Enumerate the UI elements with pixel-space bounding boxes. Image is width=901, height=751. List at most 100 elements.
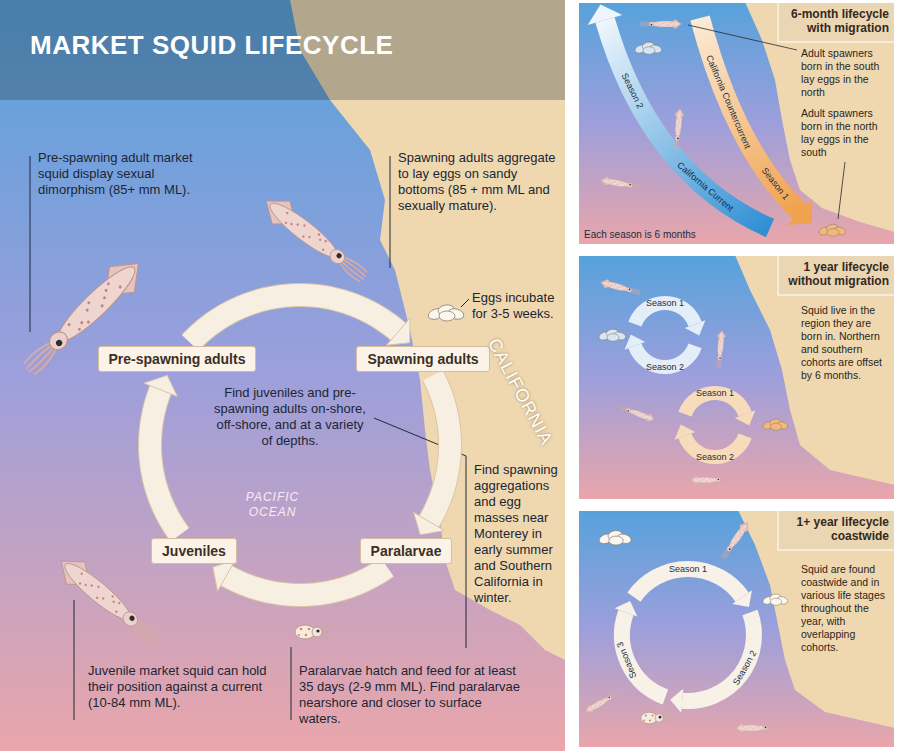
egg-mass [762, 593, 789, 605]
small-squid [599, 278, 641, 298]
heading-tab [778, 2, 895, 42]
small-squid [617, 403, 656, 424]
leader-line [461, 299, 469, 307]
leader-lines [30, 156, 469, 720]
cycle-band [150, 390, 180, 535]
arrowhead [414, 512, 445, 534]
season-arrowhead [615, 601, 638, 616]
panel-note: Squid are found coastwide and in various… [801, 563, 891, 654]
stage-arrow-label: Spawning adults [356, 346, 489, 372]
panel-heading: 1+ year lifecycle coastwide [779, 515, 889, 543]
season-arrowhead [670, 689, 683, 713]
stage-name: Juveniles [162, 543, 226, 559]
leader-line [688, 25, 797, 50]
season-ring [625, 303, 706, 367]
season-label: Season 1 [669, 564, 707, 575]
cycle-arrow [144, 375, 180, 534]
small-squid [691, 476, 729, 485]
panel-land [735, 255, 895, 485]
heading-tab [778, 510, 895, 550]
leader-line [74, 600, 75, 720]
heading-tab [778, 255, 895, 295]
arrowhead [213, 560, 235, 591]
cycle-band [429, 375, 450, 521]
stage-arrow-label: Pre-spawning adults [98, 346, 257, 372]
map-label: PACIFIC OCEAN [235, 490, 310, 520]
cycle-band-edge [150, 390, 180, 535]
cycle-band-edge [226, 567, 387, 595]
panel-land [745, 2, 895, 232]
panel-heading: 6-month lifecycle with migration [781, 7, 889, 35]
season-arc [682, 612, 754, 701]
cycle-band [226, 567, 387, 595]
season-label: Season 1 [646, 298, 684, 309]
spawning-squid [257, 190, 373, 290]
panel-note: Each season is 6 months [584, 229, 744, 241]
ocean [0, 0, 565, 751]
egg-mass [818, 223, 847, 236]
leader-line [291, 647, 292, 720]
panel-heading: 1 year lifecycle without migration [779, 260, 889, 288]
panel-note: Adult spawners born in the south lay egg… [801, 47, 891, 99]
egg-mass [762, 418, 789, 430]
panel-land [738, 510, 895, 728]
callout-note: Spawning adults aggregate to lay eggs on… [398, 150, 563, 214]
cycle-band-edge [429, 375, 450, 521]
arrowhead [386, 318, 410, 345]
diagram-title: MARKET SQUID LIFECYCLE [30, 30, 393, 61]
small-squid [600, 175, 642, 192]
paralarva [641, 712, 670, 724]
season-ring [675, 393, 756, 457]
stage-name: Paralarvae [371, 543, 442, 559]
panel-ocean [578, 510, 895, 748]
cycle-arrow [213, 560, 387, 595]
small-squid [736, 723, 777, 733]
leader-line [390, 156, 391, 268]
stage-name: Pre-spawning adults [109, 351, 246, 367]
stage-name: Spawning adults [367, 351, 478, 367]
cycle-arrow [190, 295, 410, 345]
season-label: Season 2 [646, 362, 684, 373]
callout-note: Juvenile market squid can hold their pos… [88, 663, 278, 711]
stage-arrow-label: Paralarvae [360, 538, 453, 564]
paralarva [295, 625, 330, 639]
countercurrent-arrowhead [788, 199, 813, 225]
panel-ocean [578, 2, 895, 245]
season-label: Season 1 [696, 388, 734, 399]
juvenile-squid [52, 550, 166, 652]
egg-mass [634, 41, 663, 54]
cycle-band-edge [190, 295, 398, 343]
callout-note: Pre-spawning adult market squid display … [38, 150, 218, 198]
small-squid [672, 108, 685, 150]
title-band [0, 0, 565, 100]
arrowhead [144, 375, 177, 396]
season-ring [615, 569, 754, 713]
season-arrowhead [732, 590, 752, 607]
callout-note: Paralarvae hatch and feed for at least 3… [299, 663, 524, 727]
leader-line [30, 156, 31, 332]
stage-arrow-label: Juveniles [151, 538, 237, 564]
leader-line [838, 162, 845, 219]
panel-note: Squid live in the region they are born i… [801, 304, 891, 382]
egg-mass [598, 530, 632, 546]
callout-note: Eggs incubate for 3-5 weeks. [472, 290, 562, 322]
current-arrowhead [588, 5, 623, 25]
small-squid [714, 330, 726, 369]
scenario-panel: 1 year lifecycle without migrationSquid … [578, 255, 895, 500]
scenario-panel: 1+ year lifecycle coastwideSquid are fou… [578, 510, 895, 748]
egg-mass [598, 328, 627, 341]
egg-mass [427, 304, 465, 322]
panel-ocean [578, 255, 895, 500]
small-squid [718, 520, 752, 562]
callout-note: Find spawning aggregations and egg masse… [474, 462, 564, 606]
callout-note: Find juveniles and pre-spawning adults o… [210, 385, 370, 449]
season-arrowhead [675, 425, 696, 440]
season-arrowhead [735, 410, 756, 425]
season-arrowhead [625, 335, 646, 350]
panel-note: Adult spawners born in the north lay egg… [801, 107, 891, 159]
small-squid [583, 689, 621, 716]
small-squid [640, 19, 681, 29]
cycle-arrow [414, 375, 450, 535]
